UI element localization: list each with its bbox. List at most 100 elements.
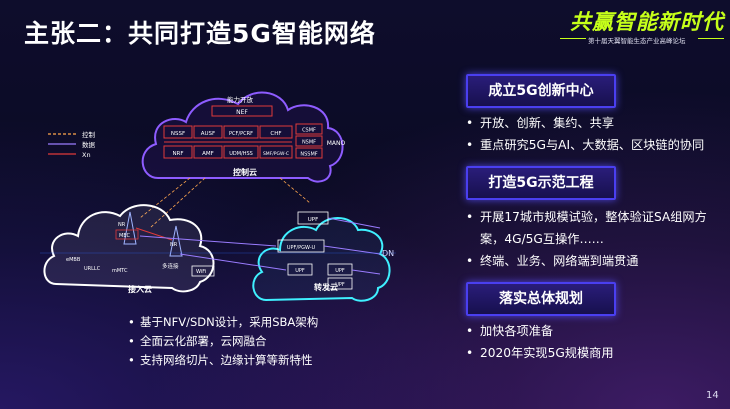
nf-label: CSMF bbox=[302, 128, 316, 134]
list-item-text: 全面云化部署，云网融合 bbox=[140, 334, 267, 348]
data-link bbox=[179, 253, 287, 271]
list-item: •加快各项准备 bbox=[466, 324, 554, 338]
section-list-demo-project: •开展17城市规模试验，整体验证SA组网方 案，4G/5G互操作…… •终端、业… bbox=[466, 206, 707, 272]
list-item: •支持网络切片、边缘计算等新特性 bbox=[128, 353, 313, 367]
access-item: MEC bbox=[119, 233, 130, 239]
nf-box-nssf bbox=[163, 125, 193, 139]
nef-box bbox=[211, 105, 273, 117]
list-item-text: 开放、创新、集约、共享 bbox=[480, 116, 615, 130]
data-link bbox=[139, 235, 277, 247]
list-item-text: 终端、业务、网络端到端贯通 bbox=[480, 254, 639, 268]
mano-label: MANO bbox=[327, 140, 346, 147]
left-feature-list: •基于NFV/SDN设计，采用SBA架构 •全面云化部署，云网融合 •支持网络切… bbox=[128, 313, 318, 370]
nef-label: NEF bbox=[236, 109, 248, 116]
network-architecture-diagram: 能力开放 NEF NSSF AUSF PCF/PCRF CHF NRF AMF … bbox=[40, 91, 396, 302]
access-item: mMTC bbox=[112, 268, 128, 274]
event-logo: 共赢智能新时代 第十届天翼智能生态产业高峰论坛 bbox=[560, 6, 725, 52]
nf-box-smf bbox=[259, 145, 293, 159]
capability-open-label: 能力开放 bbox=[227, 95, 254, 104]
upf-label: UPF bbox=[335, 268, 345, 274]
list-item-text: 支持网络切片、边缘计算等新特性 bbox=[140, 353, 313, 367]
list-item-text: 案，4G/5G互操作…… bbox=[480, 232, 604, 246]
legend-control-label: 控制 bbox=[82, 130, 96, 139]
nf-label: NRF bbox=[172, 151, 183, 157]
control-link bbox=[149, 177, 206, 229]
upf-label: UPF bbox=[295, 268, 305, 274]
forward-cloud-shape bbox=[252, 217, 391, 302]
access-item: 多连接 bbox=[162, 262, 179, 270]
list-item-text: 2020年实现5G规模商用 bbox=[480, 346, 614, 360]
tower-icon bbox=[169, 225, 183, 257]
nf-box-udm bbox=[223, 145, 259, 159]
control-cloud-label: 控制云 bbox=[233, 167, 257, 177]
upf-label: UPF bbox=[308, 217, 319, 223]
nf-label: PCF/PCRF bbox=[229, 131, 253, 137]
tower-icon bbox=[123, 211, 137, 245]
section-list-innovation-center: •开放、创新、集约、共享 •重点研究5G与AI、大数据、区块链的协同 bbox=[466, 112, 704, 156]
access-item: eMBB bbox=[66, 257, 81, 263]
list-item: •开放、创新、集约、共享 bbox=[466, 116, 615, 130]
legend-data-label: 数据 bbox=[82, 140, 96, 149]
nf-label: AMF bbox=[202, 151, 214, 157]
nf-box-chf bbox=[259, 125, 293, 139]
list-item-text: 加快各项准备 bbox=[480, 324, 554, 338]
control-link bbox=[139, 177, 191, 219]
list-item: 案，4G/5G互操作…… bbox=[466, 228, 707, 250]
nf-box-amf bbox=[193, 145, 223, 159]
section-heading-innovation-center: 成立5G创新中心 bbox=[466, 74, 616, 108]
data-link bbox=[323, 245, 381, 255]
nf-label: SMF/PGW-C bbox=[263, 151, 289, 157]
upf-box bbox=[327, 263, 353, 276]
list-item-text: 重点研究5G与AI、大数据、区块链的协同 bbox=[480, 138, 705, 152]
access-item: NR bbox=[118, 222, 126, 228]
slide-title: 主张二：共同打造5G智能网络 bbox=[24, 19, 376, 48]
list-item: •2020年实现5G规模商用 bbox=[466, 346, 614, 360]
list-item: •基于NFV/SDN设计，采用SBA架构 bbox=[128, 315, 319, 329]
section-list-overall-plan: •加快各项准备 •2020年实现5G规模商用 bbox=[466, 320, 614, 364]
data-link bbox=[327, 217, 381, 229]
control-link bbox=[279, 177, 311, 204]
nf-box-ausf bbox=[193, 125, 223, 139]
legend-xn-label: Xn bbox=[82, 151, 91, 159]
upf-label: UPF bbox=[335, 282, 345, 288]
dn-label: DN bbox=[382, 249, 394, 258]
section-heading-overall-plan: 落实总体规划 bbox=[466, 282, 616, 316]
nf-box-pcf bbox=[223, 125, 259, 139]
list-item-text: 基于NFV/SDN设计，采用SBA架构 bbox=[140, 315, 319, 329]
list-item: •终端、业务、网络端到端贯通 bbox=[466, 254, 639, 268]
nf-box-nrf bbox=[163, 145, 193, 159]
data-link bbox=[351, 269, 381, 275]
control-cloud-shape bbox=[141, 91, 344, 183]
access-item: URLLC bbox=[84, 266, 101, 272]
access-item: NR bbox=[170, 242, 178, 248]
nf-label: NSSMF bbox=[300, 152, 317, 158]
list-item: •重点研究5G与AI、大数据、区块链的协同 bbox=[466, 138, 705, 152]
nf-box-csmf bbox=[295, 123, 323, 135]
wifi-box bbox=[191, 265, 215, 277]
nf-label: UDM/HSS bbox=[229, 151, 253, 157]
section-heading-demo-project: 打造5G示范工程 bbox=[466, 166, 616, 200]
list-item-text: 开展17城市规模试验，整体验证SA组网方 bbox=[480, 210, 707, 224]
list-item: •开展17城市规模试验，整体验证SA组网方 bbox=[466, 210, 707, 224]
nf-label: AUSF bbox=[201, 131, 215, 137]
access-cloud-label: 接入云 bbox=[128, 284, 152, 294]
logo-subtitle: 第十届天翼智能生态产业高峰论坛 bbox=[588, 37, 686, 45]
nf-label: NSMF bbox=[302, 140, 316, 146]
access-cloud-shape bbox=[43, 204, 215, 293]
nf-label: CHF bbox=[270, 131, 281, 137]
nf-box-nsmf bbox=[295, 135, 323, 147]
list-item: •全面云化部署，云网融合 bbox=[128, 334, 267, 348]
mec-box bbox=[115, 229, 139, 240]
logo-decor-line bbox=[698, 38, 724, 39]
logo-main-text: 共赢智能新时代 bbox=[570, 10, 724, 34]
upf-box bbox=[327, 277, 353, 290]
logo-decor-line bbox=[560, 38, 586, 39]
access-item: WiFi bbox=[196, 269, 206, 275]
nf-box-nssmf bbox=[295, 147, 323, 159]
page-number: 14 bbox=[706, 390, 719, 401]
upf-box bbox=[287, 263, 313, 276]
nf-label: NSSF bbox=[171, 131, 185, 137]
upf-label: UPF/PGW-U bbox=[287, 245, 316, 251]
forward-cloud-label: 转发云 bbox=[314, 282, 338, 292]
